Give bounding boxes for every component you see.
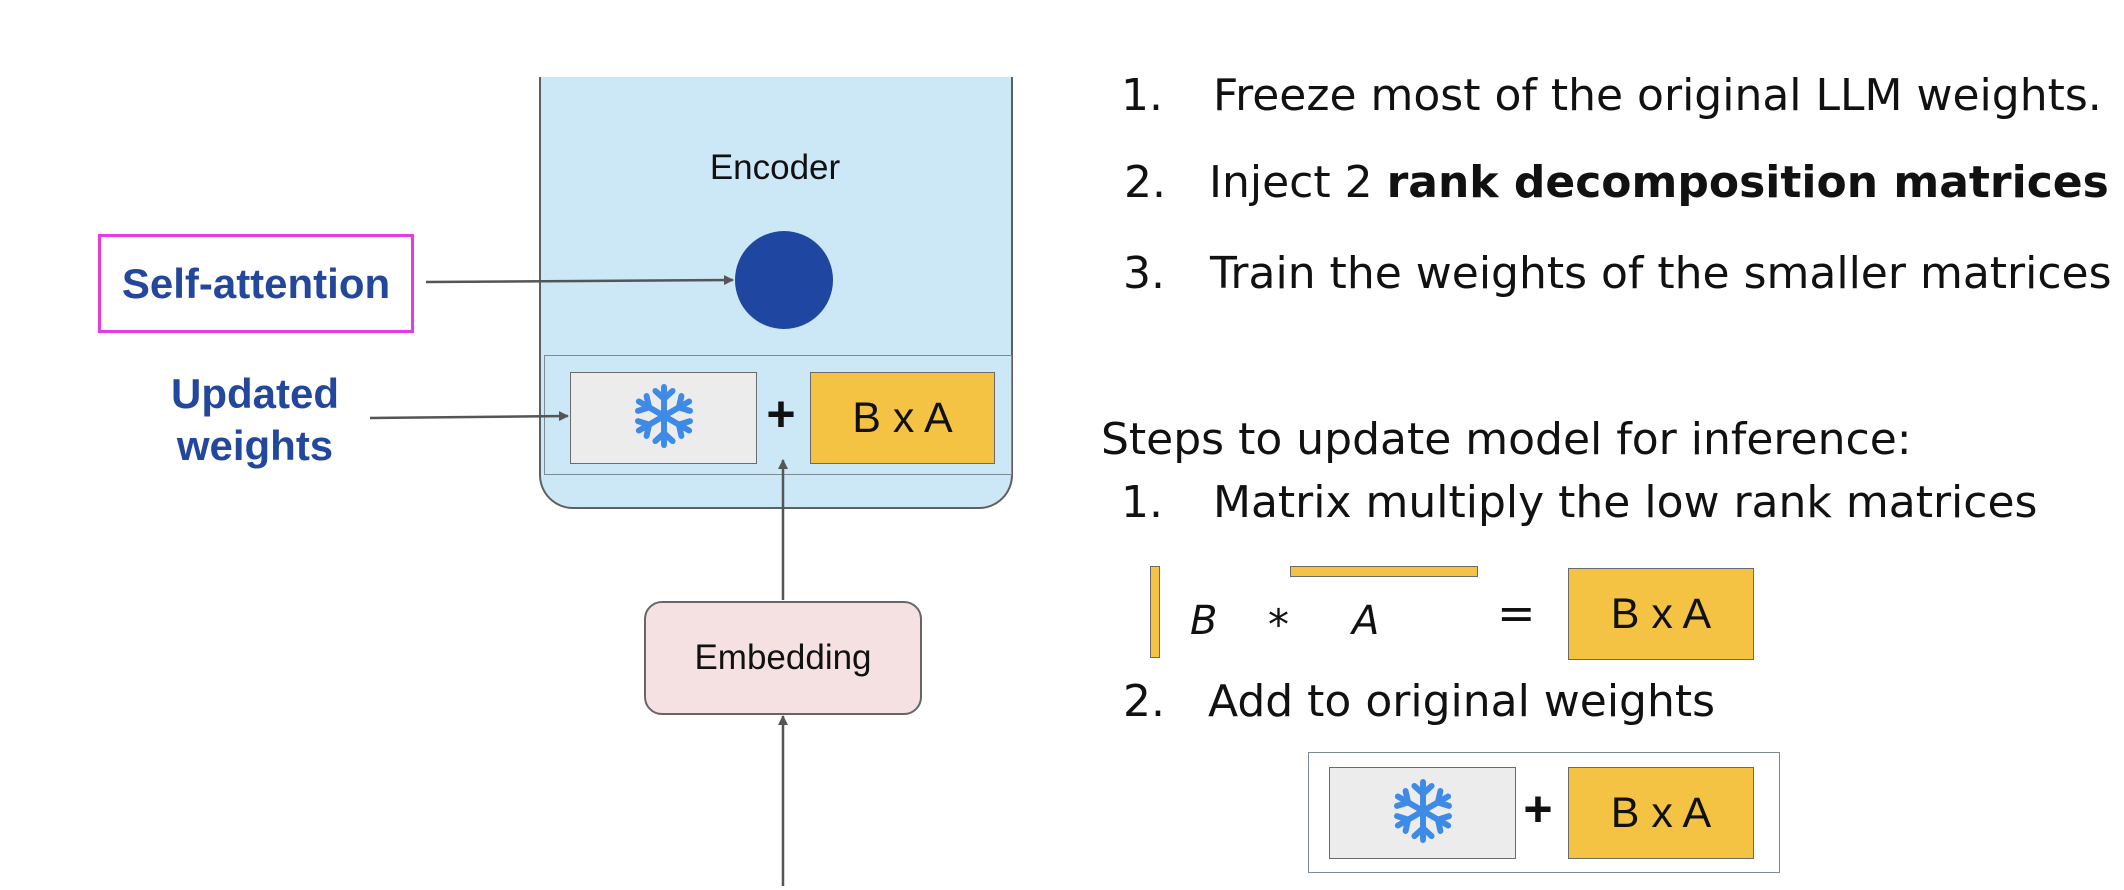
ba-result-box: B x A (1568, 568, 1754, 660)
multiply-symbol: * (1268, 600, 1289, 649)
step-text-plain: Inject 2 (1209, 157, 1387, 208)
ba-matrix-box: B x A (1568, 767, 1754, 859)
snowflake-icon (631, 383, 697, 454)
self-attention-callout: Self-attention (98, 234, 414, 333)
a-symbol: A (1352, 598, 1380, 644)
step-text-add: Add to original weights (1208, 676, 1716, 727)
snowflake-icon (1390, 778, 1456, 849)
b-matrix-bar (1150, 566, 1160, 658)
encoder-label: Encoder (709, 148, 841, 187)
frozen-weights-box (1329, 767, 1516, 859)
step-number: 2. (1124, 157, 1166, 208)
self-attention-arrow (425, 275, 734, 286)
updated-weights-arrow (369, 411, 569, 422)
plus-symbol: + (766, 386, 796, 442)
equals-symbol: = (1497, 586, 1536, 640)
step-number: 1. (1121, 70, 1163, 121)
step-text-train: Train the weights of the smaller matrice… (1210, 248, 2112, 299)
step-text-freeze: Freeze most of the original LLM weights. (1213, 70, 2102, 121)
frozen-weights-box (570, 372, 757, 464)
b-symbol: B (1190, 598, 1218, 644)
step-number: 2. (1123, 676, 1165, 727)
inference-heading: Steps to update model for inference: (1101, 414, 1912, 465)
step-text-inject: Inject 2 rank decomposition matrices (1209, 157, 2109, 208)
step-text-bold: rank decomposition matrices (1386, 157, 2109, 208)
self-attention-node (735, 231, 833, 329)
step-number: 1. (1121, 477, 1163, 528)
merged-weights-group (1308, 752, 1780, 873)
updated-weights-callout: Updated weights (171, 370, 339, 469)
plus-symbol: + (1523, 781, 1553, 837)
step-number: 3. (1123, 248, 1165, 299)
a-matrix-bar (1290, 566, 1478, 577)
step-text-multiply: Matrix multiply the low rank matrices (1213, 477, 2038, 528)
ba-matrix-box: B x A (810, 372, 995, 464)
embedding-block: Embedding (644, 601, 922, 715)
